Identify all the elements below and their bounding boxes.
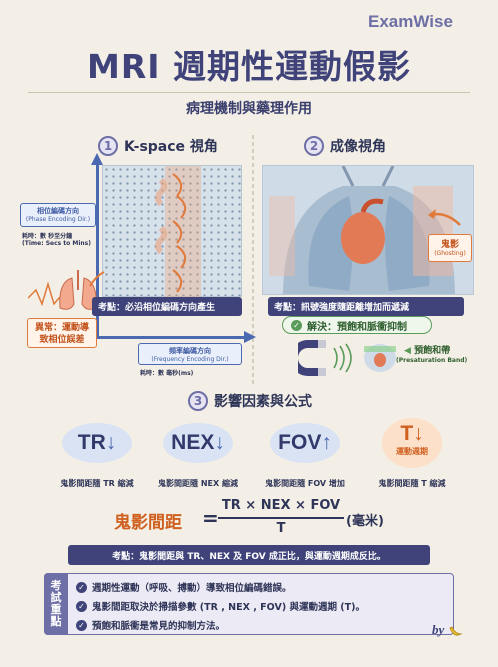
factor-fov-caption: 鬼影間距隨 FOV 增加 [265,479,345,488]
ghost-label: 鬼影 [440,240,459,250]
section3-heading: 3 影響因素與公式 [188,391,312,411]
summary-label-char: 點 [50,615,62,628]
factor-nex-caption: 鬼影間距隨 NEX 縮減 [158,479,238,488]
summary-label-char: 考 [50,579,62,592]
frequency-label-en: (Frequency Encoding Dir.) [151,356,229,363]
frequency-time: 耗時：數 毫秒(ms) [140,370,194,377]
arrow-down-icon: ↓ [413,422,424,445]
solution-text: 解決：預飽和脈衝抑制 [307,321,407,333]
formula-numerator: TR × NEX × FOV [221,498,341,513]
phase-encoding-arrow [91,153,103,338]
presat-label-en: (Presaturation Band) [396,357,468,364]
ghost-arrow-icon [428,209,461,226]
arrow-down-icon: ↓ [214,431,225,454]
formula-denominator: T [276,521,286,536]
summary-item: ✓ 週期性運動（呼吸、搏動）導致相位編碼錯誤。 [76,580,365,594]
formula-equals: = [202,506,219,530]
factor-t: T↓ 運動週期 [382,418,442,468]
section2-number: 2 [304,136,324,156]
section1-title: K-space 視角 [124,139,218,155]
phase-time: 耗時：數 秒至分鐘 [22,233,73,240]
section1-number: 1 [98,136,118,156]
phase-label-box: 相位編碼方向 (Phase Encoding Dir.) [20,203,96,227]
summary-item-text: 週期性運動（呼吸、搏動）導致相位編碼錯誤。 [92,583,292,594]
factor-tr: TR↓ [62,423,132,463]
summary-item-text: 鬼影間距取決於掃描參數 (TR , NEX , FOV) 與運動週期 (T)。 [92,602,365,613]
summary-item-text: 預飽和脈衝是常見的抑制方法。 [92,621,226,632]
arrow-down-icon: ↓ [105,431,117,454]
chest-image [262,165,474,295]
banana-icon [448,626,463,636]
page-subtitle: 病理機制與藥理作用 [186,101,312,117]
section-divider [252,135,254,385]
formula-fraction-line [218,517,344,519]
formula-unit: (毫米) [346,514,384,529]
phase-time-block: 耗時：數 秒至分鐘 (Time: Secs to Mins) [22,231,102,247]
chest-illustration [263,166,473,294]
title-divider [28,92,470,93]
kspace-grid [102,165,242,298]
check-icon: ✓ [291,319,302,331]
check-icon: ✓ [76,581,87,593]
factor-t-symbol: T [400,422,414,445]
summary-item: ✓ 預飽和脈衝是常見的抑制方法。 [76,618,365,632]
summary-label-char: 試 [50,591,62,604]
frequency-label-box: 頻率編碼方向 (Frequency Encoding Dir.) [138,343,242,365]
section3-title: 影響因素與公式 [214,394,312,410]
brand-logo: ExamWise [368,12,453,31]
kspace-motion-arrows [155,173,187,293]
presat-label-text: 預飽和帶 [414,346,451,356]
factor-fov: FOV↑ [270,423,340,463]
page-title: MRI 週期性運動假影 [86,47,412,86]
arrow-up-icon: ↑ [321,431,332,454]
phase-time-en: (Time: Secs to Mins) [22,240,91,247]
section1-exam-point: 考點：必沿相位編碼方向產生 [92,297,242,316]
section3-number: 3 [188,391,208,411]
section2-title: 成像視角 [330,139,386,155]
frequency-label: 頻率編碼方向 [169,347,211,355]
frequency-encoding-arrow [96,331,256,343]
presat-label: ◀ 預飽和帶 [404,343,450,356]
abnormal-line1: 異常：運動導 [34,323,89,333]
arrow-left-icon: ◀ [404,346,415,356]
summary-label: 考 試 重 點 [44,573,68,635]
section2-heading: 2 成像視角 [304,136,386,156]
formula-exam-point: 考點：鬼影間距與 TR、NEX 及 FOV 成正比，與運動週期成反比。 [68,545,430,565]
section2-exam-point: 考點：訊號強度隨距離增加而遞減 [268,297,464,316]
magnet-icon [298,340,396,376]
abnormal-line2: 致相位誤差 [39,335,85,345]
factor-nex-symbol: NEX [171,431,215,454]
summary-label-char: 重 [50,603,62,616]
factor-nex: NEX↓ [163,423,233,463]
phase-label: 相位編碼方向 [37,207,79,215]
check-icon: ✓ [76,619,87,631]
signature: by [432,622,463,638]
summary-list: ✓ 週期性運動（呼吸、搏動）導致相位編碼錯誤。 ✓ 鬼影間距取決於掃描參數 (TR … [76,580,365,632]
section1-heading: 1 K-space 視角 [98,136,218,156]
factor-fov-symbol: FOV [278,431,322,454]
ghost-label-en: (Ghosting) [434,250,466,257]
factor-t-sub: 運動週期 [396,447,428,456]
phase-label-en: (Phase Encoding Dir.) [25,216,91,223]
ghost-label-box: 鬼影 (Ghosting) [428,234,472,262]
signature-text: by [432,622,445,637]
solution-pill: ✓ 解決：預飽和脈衝抑制 [282,316,432,334]
check-icon: ✓ [76,600,87,612]
motion-stripe [165,166,201,298]
formula-lhs: 鬼影間距 [114,513,182,533]
summary-box [44,573,454,635]
factor-t-caption: 鬼影間距隨 T 縮減 [378,479,446,488]
abnormal-box: 異常：運動導 致相位誤差 [27,318,97,348]
factor-tr-symbol: TR [77,431,106,454]
factor-tr-caption: 鬼影間距隨 TR 縮減 [60,479,134,488]
summary-item: ✓ 鬼影間距取決於掃描參數 (TR , NEX , FOV) 與運動週期 (T)。 [76,599,365,613]
